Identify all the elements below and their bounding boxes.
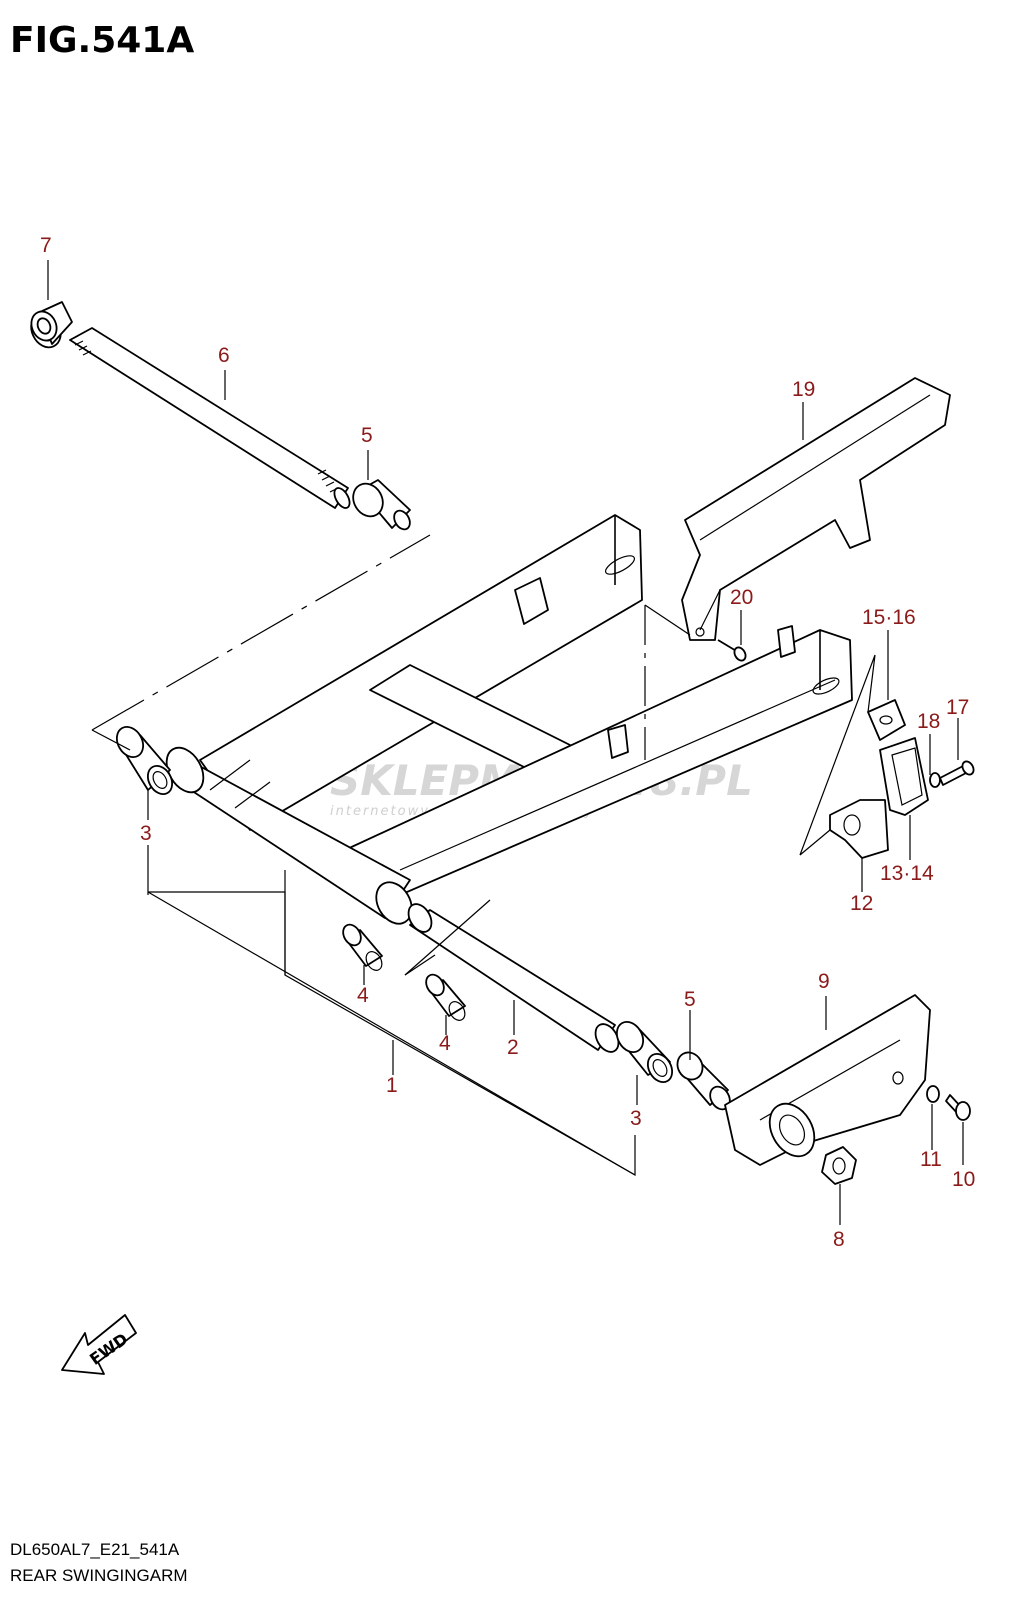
callout-8: 8	[833, 1228, 845, 1251]
callout-20: 20	[730, 586, 753, 609]
leader-lines	[47, 260, 964, 1225]
model-code: DL650AL7_E21_541A	[10, 1540, 180, 1559]
callout-5-upper: 5	[361, 424, 373, 447]
callout-6: 6	[218, 344, 230, 367]
part-19-chain-cover	[681, 377, 951, 641]
fwd-arrow: FWD	[61, 1314, 137, 1375]
part-18-washer	[929, 772, 941, 788]
part-15-16-plate	[867, 699, 906, 741]
callout-7: 7	[40, 234, 52, 257]
callout-10: 10	[952, 1168, 975, 1191]
part-7-lock-nut	[30, 301, 73, 349]
callout-3-left: 3	[140, 822, 152, 845]
callout-1: 1	[386, 1074, 398, 1097]
figure-title: FIG.541A	[10, 20, 195, 61]
callout-9: 9	[818, 970, 830, 993]
callouts: 7 6 5 19 20 15·16 18 17 3 13·14 12 9 4 4…	[40, 234, 975, 1251]
part-13-14-guide	[879, 737, 929, 816]
part-9-end-cap	[724, 994, 931, 1166]
callout-17: 17	[946, 696, 969, 719]
part-3-bearing-left	[115, 726, 174, 796]
part-12-bracket	[829, 799, 889, 859]
callout-12: 12	[850, 892, 873, 915]
part-4-bearing-a	[342, 923, 383, 971]
callout-19: 19	[792, 378, 815, 401]
part-20-screw	[717, 639, 747, 662]
part-5-bush-upper	[352, 479, 411, 531]
part-5-bush-lower	[676, 1051, 731, 1111]
callout-3-right: 3	[630, 1107, 642, 1130]
part-8-nut	[821, 1146, 857, 1185]
callout-15-16: 15·16	[862, 606, 916, 629]
part-11-collar	[926, 1085, 940, 1103]
callout-2: 2	[507, 1036, 519, 1059]
callout-18: 18	[917, 710, 940, 733]
part-2-spacer	[407, 903, 620, 1053]
callout-4-a: 4	[357, 984, 369, 1007]
callout-13-14: 13·14	[880, 862, 934, 885]
part-3-bearing-right	[615, 1021, 674, 1084]
callout-4-b: 4	[439, 1032, 451, 1055]
part-1-swingarm	[165, 514, 853, 925]
part-6-pivot-shaft	[69, 327, 351, 509]
part-17-bolt	[939, 760, 975, 786]
diagram-caption: REAR SWINGINGARM	[10, 1566, 188, 1585]
part-10-bolt	[945, 1094, 971, 1121]
part-4-bearing-b	[425, 973, 466, 1021]
callout-5-lower: 5	[684, 988, 696, 1011]
callout-11: 11	[920, 1148, 942, 1171]
